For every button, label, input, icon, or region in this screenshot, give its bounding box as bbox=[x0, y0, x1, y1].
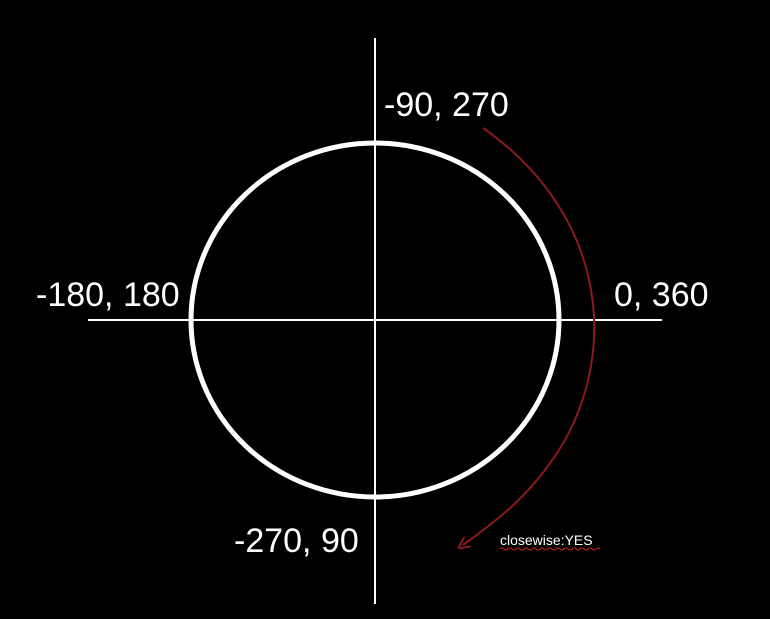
label-right: 0, 360 bbox=[614, 276, 709, 314]
spellcheck-underline bbox=[499, 547, 601, 551]
label-left: -180, 180 bbox=[36, 276, 180, 314]
clockwise-note: closewise:YES bbox=[500, 532, 593, 548]
unit-circle bbox=[188, 140, 562, 500]
label-bottom: -270, 90 bbox=[234, 522, 359, 560]
clockwise-arrow bbox=[463, 127, 596, 545]
label-top: -90, 270 bbox=[384, 86, 509, 124]
